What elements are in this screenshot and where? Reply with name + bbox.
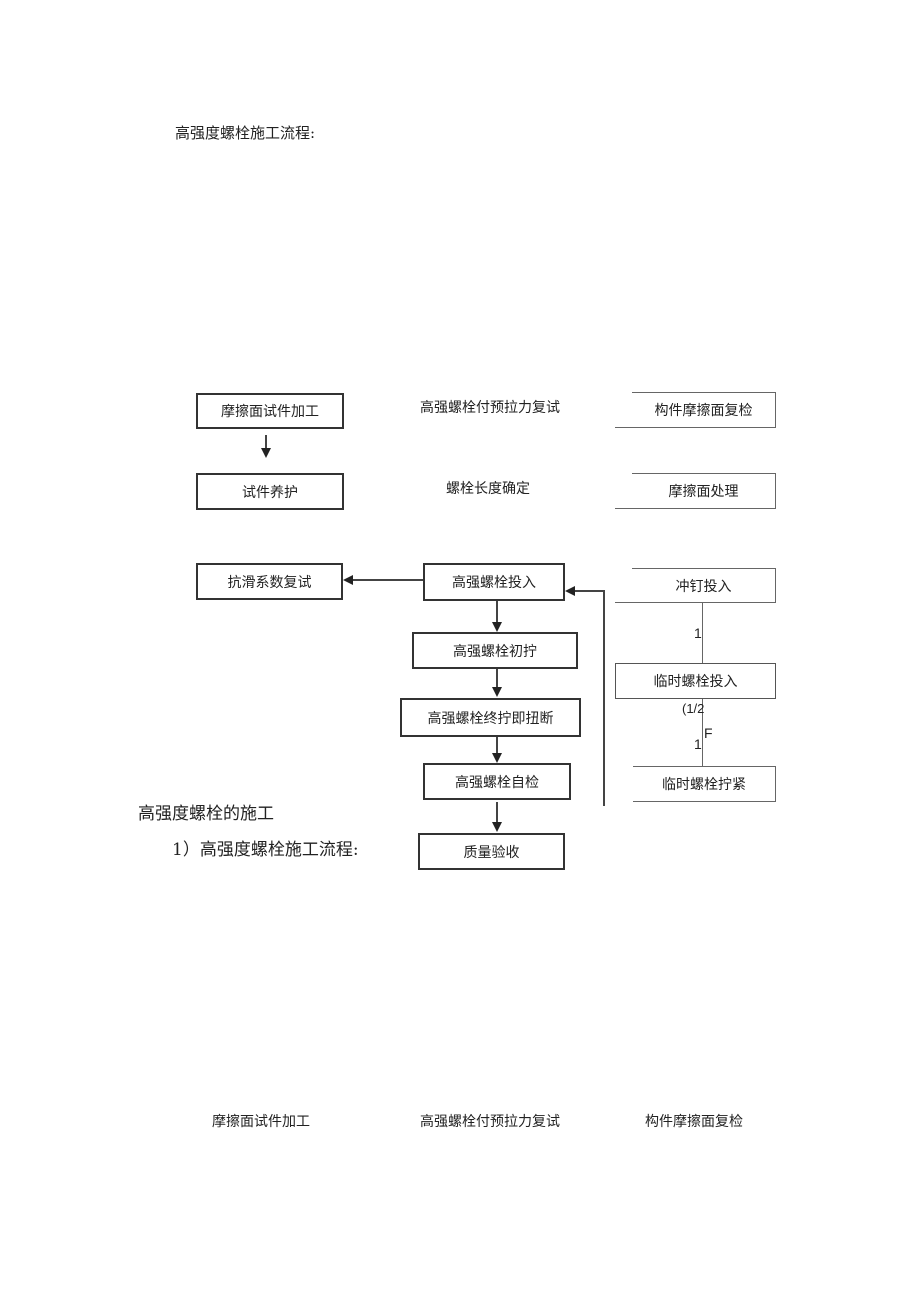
box-friction-treatment: 摩擦面处理 — [632, 473, 776, 509]
box-quality-accept: 质量验收 — [418, 833, 565, 870]
box-member-friction-check: 构件摩擦面复检 — [632, 392, 776, 428]
box-underline — [615, 602, 633, 603]
feedback-line — [603, 590, 605, 806]
label-1b: 1 — [694, 736, 702, 752]
label-1a: 1 — [694, 625, 702, 641]
text-pretension-retest: 高强螺栓付预拉力复试 — [420, 400, 560, 416]
text-bolt-length: 螺栓长度确定 — [446, 481, 530, 497]
bottom-friction-sample: 摩擦面试件加工 — [212, 1114, 310, 1130]
arrow-line — [352, 579, 423, 581]
bottom-member-friction-check: 构件摩擦面复检 — [645, 1114, 743, 1130]
label-half: (1/2 — [682, 701, 705, 716]
heading-top: 高强度螺栓施工流程: — [175, 124, 316, 142]
box-bolt-insert: 高强螺栓投入 — [423, 563, 565, 601]
arrow-down-icon — [492, 687, 502, 697]
connector-line — [702, 699, 703, 766]
arrow-line — [496, 669, 498, 688]
bottom-pretension-retest: 高强螺栓付预拉力复试 — [420, 1114, 560, 1130]
label-f: F — [704, 725, 713, 741]
arrow-left-icon — [343, 575, 353, 585]
connector-line — [702, 603, 703, 663]
arrow-line — [265, 435, 267, 449]
box-self-check: 高强螺栓自检 — [423, 763, 571, 800]
box-friction-sample: 摩擦面试件加工 — [196, 393, 344, 429]
box-temp-bolt-tighten: 临时螺栓拧紧 — [633, 766, 776, 802]
feedback-line — [575, 590, 605, 592]
section-title: 高强度螺栓的施工 — [138, 804, 274, 824]
box-slip-retest: 抗滑系数复试 — [196, 563, 343, 600]
box-temp-bolt-insert: 临时螺栓投入 — [615, 663, 776, 699]
arrow-line — [496, 802, 498, 823]
arrow-down-icon — [492, 753, 502, 763]
arrow-down-icon — [261, 448, 271, 458]
sub-title: 1）高强度螺栓施工流程: — [172, 840, 359, 860]
arrow-down-icon — [492, 622, 502, 632]
box-sample-curing: 试件养护 — [196, 473, 344, 510]
box-underline — [615, 508, 633, 509]
box-initial-tighten: 高强螺栓初拧 — [412, 632, 578, 669]
arrow-line — [496, 601, 498, 623]
box-final-tighten: 高强螺栓终拧即扭断 — [400, 698, 581, 737]
arrow-line — [496, 737, 498, 754]
arrow-down-icon — [492, 822, 502, 832]
arrow-left-icon — [565, 586, 575, 596]
box-drift-pin-insert: 冲钉投入 — [632, 568, 776, 603]
box-underline — [615, 427, 633, 428]
